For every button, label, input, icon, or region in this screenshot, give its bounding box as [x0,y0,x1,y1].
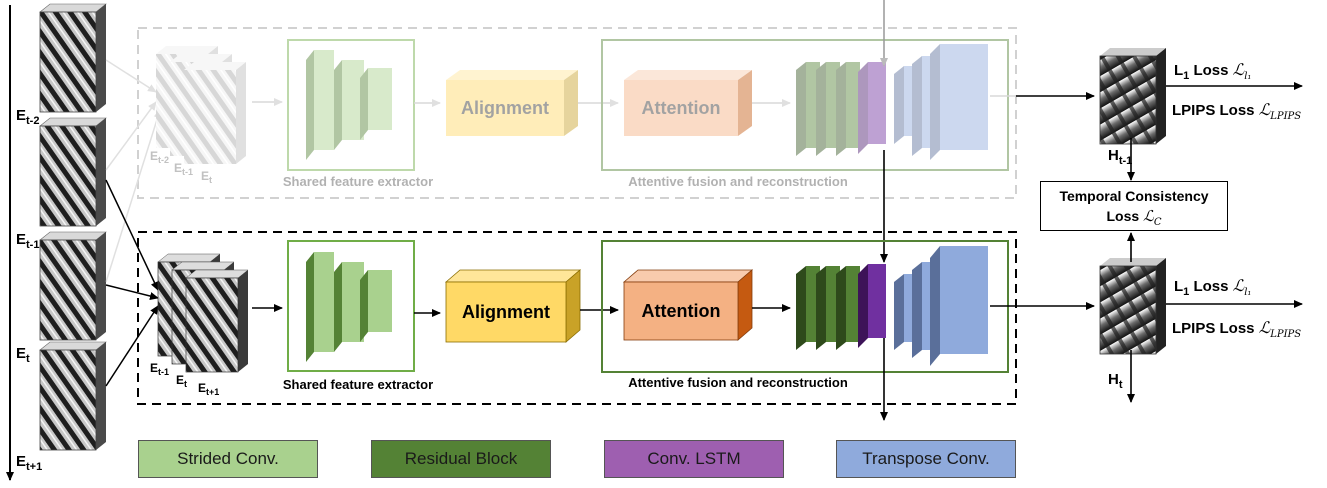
strided-conv-layers [306,252,392,362]
left-label-t: Et [16,345,30,365]
arrow-e-t-in [105,284,159,300]
arrow-e-t+1-in [105,305,159,387]
shared-feature-extractor-frame [287,240,415,372]
shared-feature-extractor-label: Shared feature extractor [283,377,433,392]
arrow-e-t-1-in [105,179,159,291]
l1-loss-label-top: L1 Loss ℒl₁ [1174,60,1252,83]
transpose-conv-layers [894,246,988,366]
left-event-frame-t [39,231,107,341]
stack-label-t-1: Et-1 [150,361,169,377]
stack-label-t+1: Et+1 [198,381,219,397]
attentive-fusion-label: Attentive fusion and reconstruction [628,375,848,390]
left-label-t-2: Et-2 [16,107,39,127]
output-label-h-t-1: Ht-1 [1108,147,1132,167]
left-label-t-1: Et-1 [16,231,39,251]
legend-residual-block: Residual Block [371,440,551,478]
top-pipeline: Et-2 Et-1 Et Alignment Attention [105,27,1020,283]
alignment-block: Alignment [444,269,582,343]
legend-conv-lstm: Conv. LSTM [604,440,784,478]
temporal-consistency-loss-box: Temporal Consistency Loss ℒC [1040,181,1228,231]
svg-text:Et: Et [201,169,212,185]
svg-text:Shared feature extractor: Shared feature extractor [283,174,433,189]
lpips-loss-label-top: LPIPS Loss ℒLPIPS [1172,100,1302,123]
legend-label-residual-block: Residual Block [404,449,518,468]
left-event-frame-t-1 [39,117,107,227]
svg-text:Alignment: Alignment [461,98,549,118]
lpips-loss-label-bottom: LPIPS Loss ℒLPIPS [1172,318,1302,341]
tc-line2: Loss ℒC [1106,207,1162,228]
left-event-frame-t-2 [39,3,107,113]
output-label-h-t: Ht [1108,371,1123,391]
bottom-dashed-frame [137,231,1017,405]
svg-text:Attentive fusion and reconstru: Attentive fusion and reconstruction [628,174,848,189]
svg-text:Alignment: Alignment [462,302,550,322]
bottom-input-stack [157,253,249,373]
legend-label-conv-lstm: Conv. LSTM [647,449,741,468]
left-event-frame-t+1 [39,341,107,451]
svg-text:Attention: Attention [642,98,721,118]
top-input-stack [156,46,246,164]
top-dashed-frame [137,27,1017,199]
stack-label-t: Et [176,373,187,389]
reconstruction-layers [796,246,988,366]
left-label-t+1: Et+1 [16,453,42,473]
output-frame-h-t-1 [1099,48,1166,145]
svg-text:Et-1: Et-1 [174,161,193,177]
legend-transpose-conv: Transpose Conv. [836,440,1016,478]
legend-strided-conv: Strided Conv. [138,440,318,478]
conv-lstm-layer [858,264,886,348]
attention-block: Attention [622,269,754,341]
output-frame-h-t [1099,258,1166,355]
residual-blocks [796,266,860,350]
legend-label-strided-conv: Strided Conv. [177,449,279,468]
legend-label-transpose-conv: Transpose Conv. [862,449,990,468]
l1-loss-label-bottom: L1 Loss ℒl₁ [1174,276,1252,299]
svg-text:Et-2: Et-2 [150,149,169,165]
svg-text:Attention: Attention [642,301,721,321]
tc-line1: Temporal Consistency [1059,188,1209,204]
